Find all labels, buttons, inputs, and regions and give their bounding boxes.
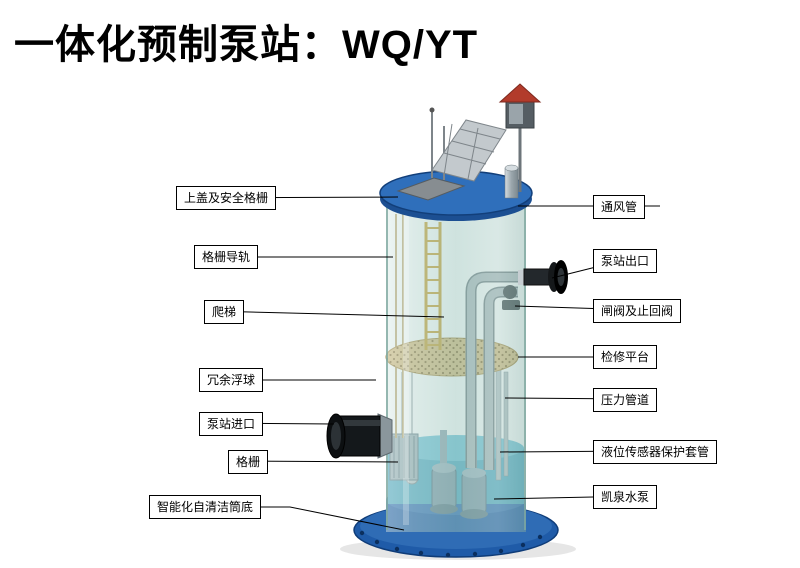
label-vent-pipe: 通风管	[593, 195, 646, 219]
label-self-cleaning-bottom: 智能化自清洁筒底	[149, 495, 262, 519]
vent-pipe	[504, 164, 519, 199]
label-grating: 格栅	[228, 450, 269, 474]
inlet-assembly	[326, 413, 393, 459]
top-equipment	[396, 83, 542, 201]
label-grating-guide-rail: 格栅导轨	[194, 245, 259, 269]
outlet-assembly	[518, 260, 568, 294]
label-station-inlet: 泵站进口	[199, 412, 264, 436]
label-maintenance-platform: 检修平台	[593, 345, 658, 369]
label-pressure-pipe: 压力管道	[593, 388, 658, 412]
page-title: 一体化预制泵站：WQ/YT	[14, 23, 479, 67]
control-box	[498, 83, 542, 192]
solar-panel	[431, 119, 507, 182]
label-ladder: 爬梯	[204, 300, 245, 324]
label-redundant-float: 冗余浮球	[199, 368, 264, 392]
label-top-cover-safety-grating: 上盖及安全格栅	[176, 186, 277, 210]
label-gate-check-valve: 闸阀及止回阀	[593, 299, 682, 323]
label-level-sensor-sleeve: 液位传感器保护套管	[593, 440, 718, 464]
safety-grating-hatch	[396, 177, 466, 201]
label-kaiquan-pump: 凯泉水泵	[593, 485, 658, 509]
tank-shell	[386, 196, 526, 532]
label-station-outlet: 泵站出口	[593, 249, 658, 273]
